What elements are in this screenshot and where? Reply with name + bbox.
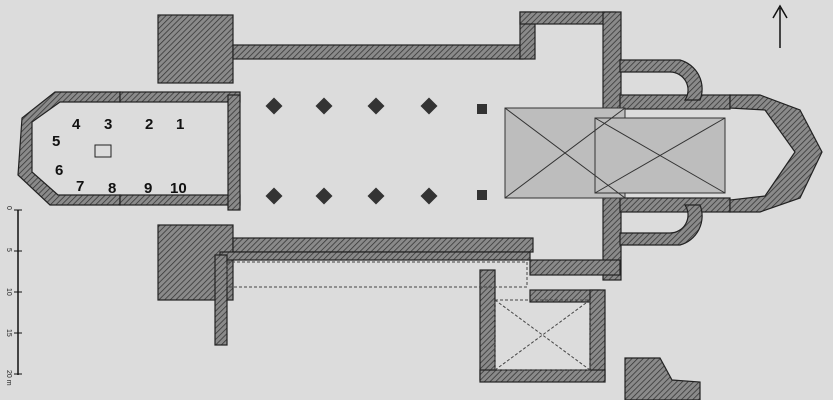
bay-number: 4: [72, 116, 81, 133]
bay-number: 2: [145, 116, 154, 133]
north-arrow-icon: [772, 4, 788, 48]
bay-number: 6: [55, 162, 64, 179]
altar: [94, 144, 112, 158]
bay-number: 9: [144, 180, 153, 197]
scale-label: 20 m: [5, 370, 12, 386]
vault-grid: [504, 107, 726, 199]
bay-number: 1: [176, 116, 185, 133]
bay-number: 7: [76, 178, 85, 195]
nave-piers: [265, 97, 487, 205]
scale-label: 0: [5, 206, 12, 210]
bay-number: 5: [52, 133, 61, 150]
walls: [17, 11, 823, 400]
bay-number: 10: [170, 180, 187, 197]
scale-label: 10: [5, 288, 12, 296]
bay-number: 3: [104, 116, 113, 133]
scale-label: 15: [5, 329, 12, 337]
cloister-vaults: [226, 261, 591, 371]
scale-bar: [14, 209, 22, 375]
bay-number: 8: [108, 180, 117, 197]
scale-label: 5: [5, 248, 12, 252]
